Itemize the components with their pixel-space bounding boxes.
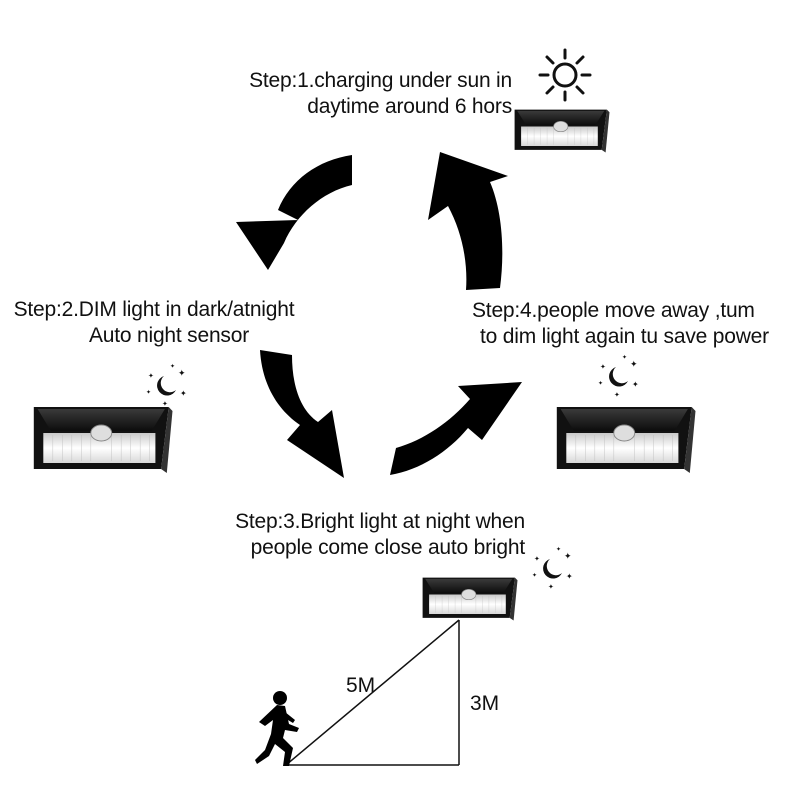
lamp-dim-right — [556, 406, 696, 474]
step3-line1: Step:3.Bright light at night when — [235, 510, 525, 533]
moon-stars-icon — [532, 546, 573, 591]
step4-caption: Step:4.people move away ,tum to dim ligh… — [472, 298, 790, 350]
height-label: 3M — [470, 692, 500, 715]
step2-line1: Step:2.DIM light in dark/atnight — [13, 298, 295, 321]
running-person-icon — [255, 691, 299, 766]
step3-caption: Step:3.Bright light at night when people… — [218, 509, 525, 561]
moon-stars-icon — [146, 363, 187, 408]
step3-line2: people come close auto bright — [250, 536, 526, 559]
step1-line2: daytime around 6 hors — [307, 95, 512, 118]
step4-line1: Step:4.people move away ,tum — [472, 299, 755, 322]
lamp-dim-left — [33, 406, 173, 474]
moon-stars-icon — [598, 354, 639, 399]
lamp-bright — [422, 577, 518, 621]
arrow-step2-to-step3 — [260, 350, 344, 478]
hypotenuse-label: 5M — [346, 674, 376, 697]
step1-line1: Step:1.charging under sun in — [249, 69, 512, 92]
arrow-step3-to-step4 — [390, 382, 522, 475]
step2-caption: Step:2.DIM light in dark/atnight Auto ni… — [4, 297, 304, 349]
step4-line2: to dim light again tu save power — [480, 325, 769, 348]
arrow-step4-to-step1 — [428, 152, 508, 290]
distance-triangle — [285, 619, 460, 766]
sun-icon — [538, 48, 592, 102]
step1-caption: Step:1.charging under sun in daytime aro… — [222, 68, 512, 120]
lamp-daytime — [514, 109, 610, 153]
cycle-arrows — [236, 152, 522, 478]
step2-line2: Auto night sensor — [88, 324, 250, 347]
arrow-step1-to-step2 — [236, 155, 352, 270]
